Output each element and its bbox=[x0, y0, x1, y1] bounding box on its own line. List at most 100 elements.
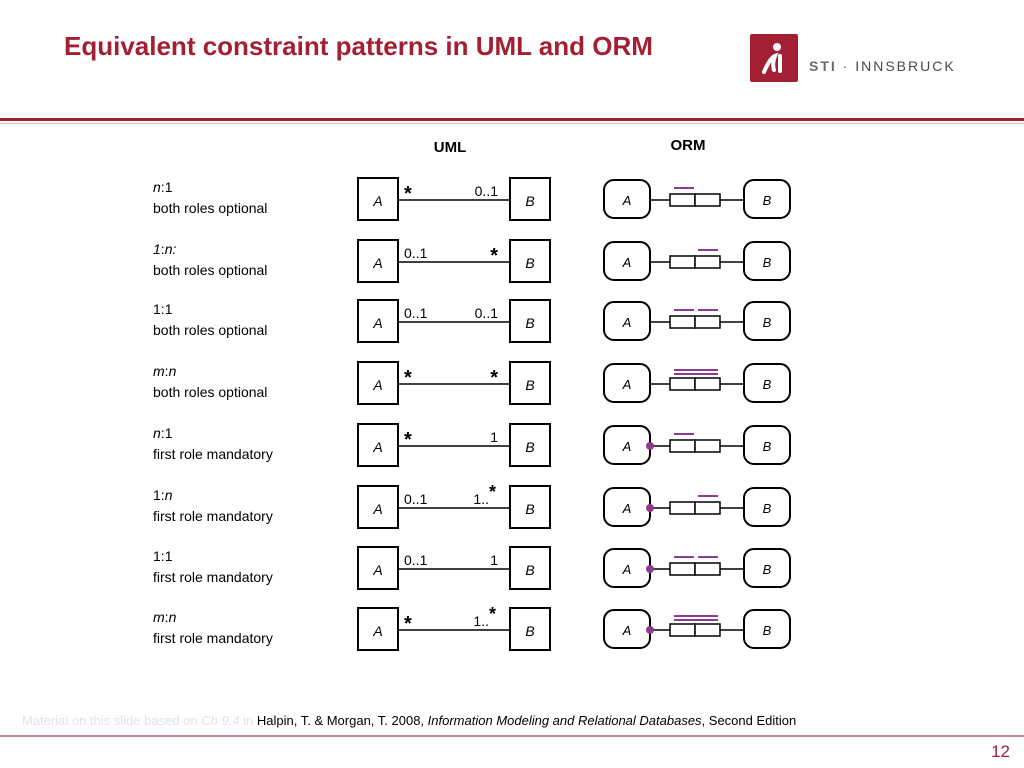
orm-entity-b bbox=[743, 487, 791, 527]
uml-multiplicity-right-star: * bbox=[489, 482, 496, 502]
multiplicity-separator: : bbox=[165, 609, 169, 625]
uml-multiplicity-right: 1..* bbox=[473, 604, 496, 629]
page-number: 12 bbox=[991, 742, 1010, 761]
orm-entity-b-label: B bbox=[763, 623, 772, 638]
uml-class-b-label: B bbox=[525, 255, 534, 271]
orm-role-box-second bbox=[694, 255, 721, 269]
orm-entity-a-label: A bbox=[622, 255, 632, 270]
uml-multiplicity-left: 0..1 bbox=[404, 491, 428, 507]
uml-multiplicity-right-base: 1.. bbox=[473, 613, 489, 629]
mandatory-role-dot bbox=[646, 504, 654, 512]
row-multiplicity-label: 1:1 bbox=[153, 548, 173, 564]
uml-multiplicity-right: 1 bbox=[490, 552, 498, 568]
multiplicity-first: n bbox=[153, 425, 161, 441]
source-footnote: Material on this slide based on Ch 9.4 i… bbox=[22, 713, 796, 728]
row-description-label: both roles optional bbox=[153, 200, 267, 216]
orm-entity-a-label: A bbox=[622, 501, 632, 516]
uml-class-b-label: B bbox=[525, 439, 534, 455]
uml-class-box-a bbox=[357, 239, 399, 283]
multiplicity-second: n: bbox=[165, 241, 177, 257]
uml-class-box-b bbox=[509, 423, 551, 467]
row-description-label: first role mandatory bbox=[153, 569, 273, 585]
multiplicity-separator: : bbox=[161, 425, 165, 441]
row-description-label: both roles optional bbox=[153, 262, 267, 278]
multiplicity-separator: : bbox=[161, 301, 165, 317]
orm-entity-a bbox=[603, 241, 651, 281]
sti-logo-mark-icon bbox=[750, 34, 798, 82]
orm-entity-a-label: A bbox=[622, 623, 632, 638]
uml-class-box-a bbox=[357, 423, 399, 467]
uml-class-box-b bbox=[509, 299, 551, 343]
orm-entity-b-label: B bbox=[763, 315, 772, 330]
orm-entity-b-label: B bbox=[763, 439, 772, 454]
uml-multiplicity-right-base: 1.. bbox=[473, 491, 489, 507]
footnote-faint-in: in bbox=[239, 713, 257, 728]
orm-entity-a-label: A bbox=[622, 315, 632, 330]
uml-class-b-label: B bbox=[525, 193, 534, 209]
orm-entity-a-label: A bbox=[622, 377, 632, 392]
uml-multiplicity-left: * bbox=[404, 183, 412, 205]
header-divider-thin bbox=[0, 123, 1024, 124]
sti-innsbruck-logo: STI · INNSBRUCK bbox=[750, 34, 960, 84]
orm-role-box-first bbox=[669, 439, 696, 453]
orm-entity-b-label: B bbox=[763, 255, 772, 270]
uml-class-box-b bbox=[509, 239, 551, 283]
logo-text-bold: STI bbox=[809, 58, 837, 74]
uml-class-a-label: A bbox=[372, 255, 382, 271]
row-description-label: first role mandatory bbox=[153, 446, 273, 462]
multiplicity-separator: : bbox=[161, 548, 165, 564]
uml-multiplicity-right: * bbox=[490, 245, 498, 267]
multiplicity-first: 1 bbox=[153, 548, 161, 564]
row-multiplicity-label: n:1 bbox=[153, 425, 173, 441]
footnote-edition: , Second Edition bbox=[701, 713, 797, 728]
uml-multiplicity-right-star: * bbox=[489, 604, 496, 624]
header-divider bbox=[0, 118, 1024, 121]
orm-entity-b bbox=[743, 548, 791, 588]
orm-entity-b-label: B bbox=[763, 501, 772, 516]
row-multiplicity-label: m:n bbox=[153, 609, 177, 625]
orm-entity-a-label: A bbox=[622, 562, 632, 577]
orm-role-box-second bbox=[694, 193, 721, 207]
orm-role-box-second bbox=[694, 439, 721, 453]
row-multiplicity-label: 1:n: bbox=[153, 241, 176, 257]
uml-class-a-label: A bbox=[372, 562, 382, 578]
uml-class-box-a bbox=[357, 361, 399, 405]
row-multiplicity-label: 1:n bbox=[153, 487, 173, 503]
uml-multiplicity-left: 0..1 bbox=[404, 552, 428, 568]
multiplicity-first: n bbox=[153, 179, 161, 195]
orm-role-box-second bbox=[694, 315, 721, 329]
logo-text: STI · INNSBRUCK bbox=[809, 58, 956, 74]
multiplicity-second: n bbox=[169, 363, 177, 379]
orm-role-box-second bbox=[694, 377, 721, 391]
uml-class-box-b bbox=[509, 546, 551, 590]
multiplicity-second: 1 bbox=[165, 179, 173, 195]
uml-class-box-a bbox=[357, 607, 399, 651]
uml-multiplicity-left: * bbox=[404, 367, 412, 389]
orm-entity-b-label: B bbox=[763, 562, 772, 577]
multiplicity-second: n bbox=[165, 487, 173, 503]
multiplicity-first: 1 bbox=[153, 487, 161, 503]
uml-class-a-label: A bbox=[372, 439, 382, 455]
orm-role-box-second bbox=[694, 623, 721, 637]
uml-multiplicity-left: * bbox=[404, 613, 412, 635]
row-description-label: both roles optional bbox=[153, 322, 267, 338]
orm-entity-a bbox=[603, 363, 651, 403]
orm-role-box-first bbox=[669, 315, 696, 329]
orm-role-box-first bbox=[669, 255, 696, 269]
orm-role-box-first bbox=[669, 623, 696, 637]
orm-entity-b-label: B bbox=[763, 377, 772, 392]
mandatory-role-dot bbox=[646, 565, 654, 573]
footnote-faint-prefix: Material on this slide based on bbox=[22, 713, 202, 728]
uml-multiplicity-right: * bbox=[490, 367, 498, 389]
mandatory-role-dot bbox=[646, 626, 654, 634]
uml-class-box-a bbox=[357, 299, 399, 343]
uml-multiplicity-left: 0..1 bbox=[404, 305, 428, 321]
orm-role-box-first bbox=[669, 562, 696, 576]
uml-class-b-label: B bbox=[525, 315, 534, 331]
multiplicity-second: 1 bbox=[165, 425, 173, 441]
multiplicity-first: 1 bbox=[153, 301, 161, 317]
slide-title: Equivalent constraint patterns in UML an… bbox=[64, 31, 653, 61]
orm-column-header: ORM bbox=[671, 137, 706, 154]
row-description-label: first role mandatory bbox=[153, 630, 273, 646]
